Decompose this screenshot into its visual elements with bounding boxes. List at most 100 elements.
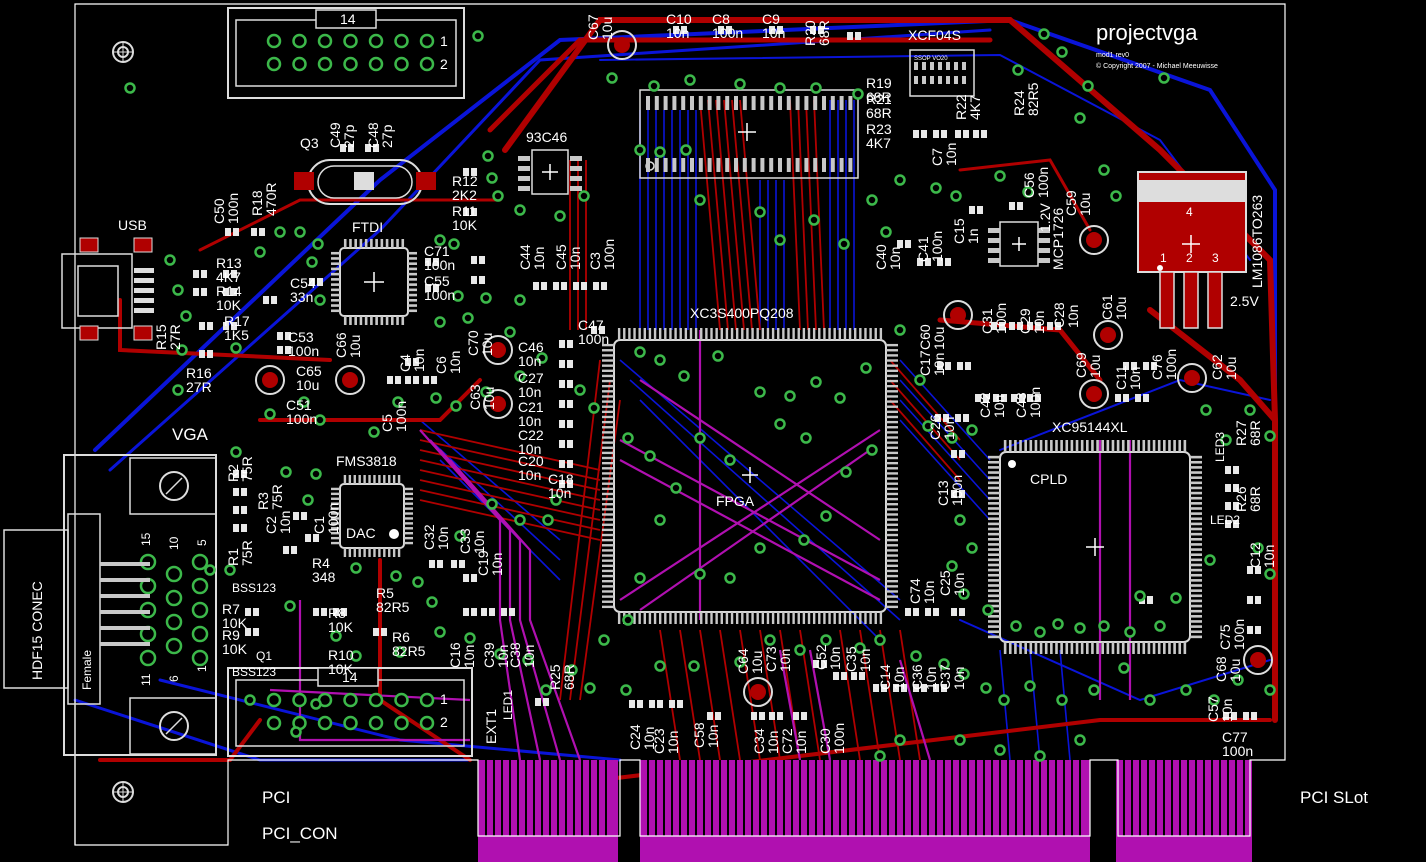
designator-c25: C2510n bbox=[937, 570, 967, 596]
vga-pin-15: 15 bbox=[139, 532, 153, 546]
header-bottom-pin2: 2 bbox=[440, 714, 448, 730]
designator-c24: C2410n bbox=[627, 724, 657, 750]
designator-c73: C7310n bbox=[763, 646, 793, 672]
designator-c5: C5100n bbox=[379, 401, 409, 432]
fpga-part-label: XC3S400PQ208 bbox=[690, 305, 794, 321]
designator-c48: C4827p bbox=[365, 122, 395, 148]
designator-c7: C710n bbox=[929, 143, 959, 166]
bss-top-label: BSS123 bbox=[232, 581, 276, 595]
ldo-regulator bbox=[1137, 171, 1247, 329]
board-labels: projectvga mod1 rev0 © Copyright 2007 - … bbox=[29, 11, 1368, 843]
vga-label: VGA bbox=[172, 425, 209, 444]
designator-r27: R2768R bbox=[1233, 420, 1263, 446]
designator-r3: R375R bbox=[255, 484, 285, 510]
flash-part-label: XCF04S bbox=[908, 27, 961, 43]
led3-label: LED3 bbox=[1213, 432, 1227, 462]
designator-c58: C5810n bbox=[691, 722, 721, 748]
designator-c59: C5910u bbox=[1063, 190, 1093, 216]
designator-c40: C4010n bbox=[873, 244, 903, 270]
usb-label: USB bbox=[118, 217, 147, 233]
designator-c16: C1610n bbox=[447, 642, 477, 668]
designator-c4: C410n bbox=[397, 349, 427, 372]
designator-c43: C43100n bbox=[1013, 387, 1043, 418]
pci-con-label: PCI_CON bbox=[262, 824, 338, 843]
ldo-voltage-label: 2.5V bbox=[1230, 293, 1259, 309]
designator-c75: C75100n bbox=[1217, 619, 1247, 650]
designator-c19: C1910n bbox=[475, 550, 505, 576]
xcf04s-chip bbox=[909, 49, 975, 97]
header-top-number: 14 bbox=[340, 11, 356, 27]
electrolytic-caps bbox=[255, 30, 1273, 707]
designator-c62: C6210u bbox=[1209, 354, 1239, 380]
designator-c36: C3610n bbox=[909, 664, 939, 690]
regulator-chip bbox=[988, 221, 1050, 267]
designator-c41: C41100n bbox=[915, 231, 945, 262]
designator-c67: C6710u bbox=[585, 14, 615, 40]
designator-c61: C6110u bbox=[1099, 294, 1129, 320]
cpld-part-label: XC95144XL bbox=[1052, 419, 1128, 435]
ldo-pin-3: 3 bbox=[1212, 251, 1219, 265]
header-top-pin1: 1 bbox=[440, 33, 448, 49]
pci-slot-label: PCI SLot bbox=[1300, 788, 1368, 807]
eeprom-label: 93C46 bbox=[526, 129, 567, 145]
designator-c42: C4210n bbox=[977, 392, 1007, 418]
vga-pin-1: 1 bbox=[195, 665, 209, 672]
designator-c49: C4927p bbox=[327, 122, 357, 148]
designator-c39: C3910n bbox=[481, 642, 511, 668]
led2-label: LED2 bbox=[1210, 513, 1240, 527]
designator-c56: C56100n bbox=[1021, 167, 1051, 198]
crystal-q3 bbox=[294, 159, 436, 205]
designator-c28: C2810n bbox=[1051, 302, 1081, 328]
flash-chip-outline bbox=[639, 89, 859, 179]
designator-r15: R1527R bbox=[153, 324, 183, 350]
usb-connector bbox=[61, 237, 154, 341]
designator-c34: C3410n bbox=[751, 728, 781, 754]
designator-c17: C1710n bbox=[917, 350, 947, 376]
designator-c68: C6810u bbox=[1213, 656, 1243, 682]
ftdi-label: FTDI bbox=[352, 219, 383, 235]
cpld-chip bbox=[988, 440, 1202, 654]
female-label: Female bbox=[80, 650, 94, 690]
dac-chip bbox=[331, 475, 413, 557]
designator-c6: C610n bbox=[433, 351, 463, 374]
designator-c70: C7010u bbox=[465, 330, 495, 356]
header-bottom-pin1: 1 bbox=[440, 691, 448, 707]
designator-c30: C30100n bbox=[817, 723, 847, 754]
hdf15-label: HDF15 CONEC bbox=[29, 581, 45, 680]
header-top bbox=[227, 7, 465, 99]
designator-r2: R275R bbox=[225, 456, 255, 482]
board-revision: mod1 rev0 bbox=[1096, 52, 1129, 59]
q1-label: Q1 bbox=[256, 649, 272, 663]
vga-pin-6: 6 bbox=[167, 675, 181, 682]
designator-c57: C5710n bbox=[1205, 696, 1235, 722]
crystal-label: Q3 bbox=[300, 135, 319, 151]
ldo-part-label: LM1086TO263 bbox=[1249, 195, 1265, 288]
regulator-voltage-label: 1.2V bbox=[1037, 203, 1053, 232]
designator-c64: C6410u bbox=[735, 648, 765, 674]
board-title: projectvga bbox=[1096, 20, 1198, 45]
dac-label: DAC bbox=[346, 525, 376, 541]
designator-r22: R224K7 bbox=[953, 94, 983, 120]
designator-c31: C31100n bbox=[979, 303, 1009, 334]
vga-pin-10: 10 bbox=[167, 536, 181, 550]
